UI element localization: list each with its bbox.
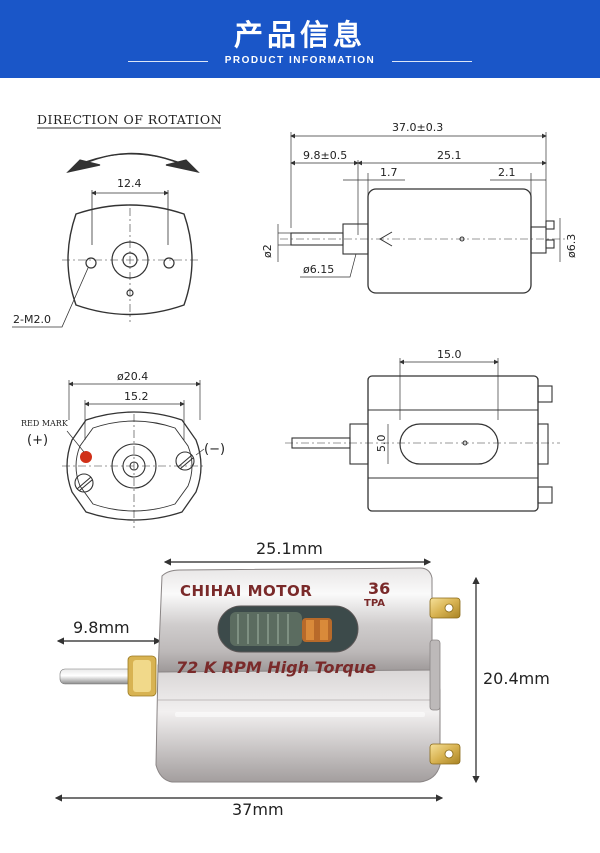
header-banner: 产品信息 PRODUCT INFORMATION <box>0 0 600 78</box>
side-dim-bushing: 1.7 <box>380 166 398 179</box>
photo-dim-body: 25.1mm <box>256 539 323 558</box>
photo-model-suffix: TPA <box>364 598 385 609</box>
vent-hole <box>126 289 134 297</box>
rotation-arrow-left <box>66 159 101 174</box>
rotation-dim-holes: 2-M2.0 <box>13 313 51 326</box>
photo-terminal-top <box>429 597 461 619</box>
photo-spec-text: 72 K RPM High Torque <box>176 658 376 677</box>
top-dim-window-length: 15.0 <box>437 348 462 361</box>
red-mark-dot <box>80 451 92 463</box>
top-view: 15.0 5.0 <box>285 348 560 512</box>
photo-dim-height: 20.4mm <box>483 669 550 688</box>
photo-terminal-bottom <box>429 743 461 765</box>
rotation-arrow-right <box>165 159 200 174</box>
photo-shaft <box>59 668 137 685</box>
bushing-inner <box>122 252 138 268</box>
photo-dim-shaft: 9.8mm <box>73 618 130 637</box>
back-dim-diameter: ø20.4 <box>117 370 148 383</box>
back-dim-terminals: 15.2 <box>124 390 149 403</box>
rotation-caption: DIRECTION OF ROTATION <box>37 112 222 127</box>
page-subtitle: PRODUCT INFORMATION <box>224 55 376 66</box>
side-dim-end: 2.1 <box>498 166 516 179</box>
bushing-outer <box>111 241 149 279</box>
mount-hole-right <box>163 257 175 269</box>
mount-hole-left <box>85 257 97 269</box>
photo-armature <box>230 612 332 646</box>
motor-photo: 25.1mm 9.8mm 20.4mm 37mm <box>54 539 550 819</box>
side-dim-shaft-dia: ø2 <box>261 244 274 258</box>
back-plate-outline <box>66 411 202 521</box>
photo-dim-total: 37mm <box>232 800 284 819</box>
top-body <box>367 375 539 512</box>
subtitle-rule-right <box>392 61 472 62</box>
page-title: 产品信息 <box>233 18 366 52</box>
side-dim-shaft: 9.8±0.5 <box>303 149 347 162</box>
side-dim-total: 37.0±0.3 <box>392 121 443 134</box>
photo-lower-can <box>155 664 441 783</box>
back-view: ø20.4 15.2 RED MARK (+) (−) <box>21 370 225 528</box>
rotation-dim-width: 12.4 <box>117 177 142 190</box>
technical-drawing: DIRECTION OF ROTATION 12.4 2-M2.0 37.0±0… <box>12 112 578 819</box>
rotation-view: DIRECTION OF ROTATION 12.4 2-M2.0 <box>12 112 222 328</box>
red-mark-label: RED MARK <box>21 419 69 428</box>
side-dim-bushing-dia: ø6.15 <box>303 263 334 276</box>
side-dim-end-dia: ø6.3 <box>565 234 578 258</box>
side-view: 37.0±0.3 9.8±0.5 25.1 1.7 2.1 ø2 ø6.15 <box>261 121 578 294</box>
subtitle-rule-left <box>128 61 208 62</box>
photo-brand-text: CHIHAI MOTOR <box>180 582 312 600</box>
photo-model-number: 36 <box>368 579 390 598</box>
side-body <box>367 188 532 294</box>
side-dim-body: 25.1 <box>437 149 462 162</box>
negative-label: (−) <box>204 442 225 457</box>
top-window <box>399 423 499 465</box>
photo-end-cap <box>429 639 441 711</box>
end-plate-outline <box>67 204 193 316</box>
positive-label: (+) <box>27 433 48 448</box>
top-dim-window-height: 5.0 <box>375 435 388 453</box>
side-end-cap <box>530 226 547 254</box>
